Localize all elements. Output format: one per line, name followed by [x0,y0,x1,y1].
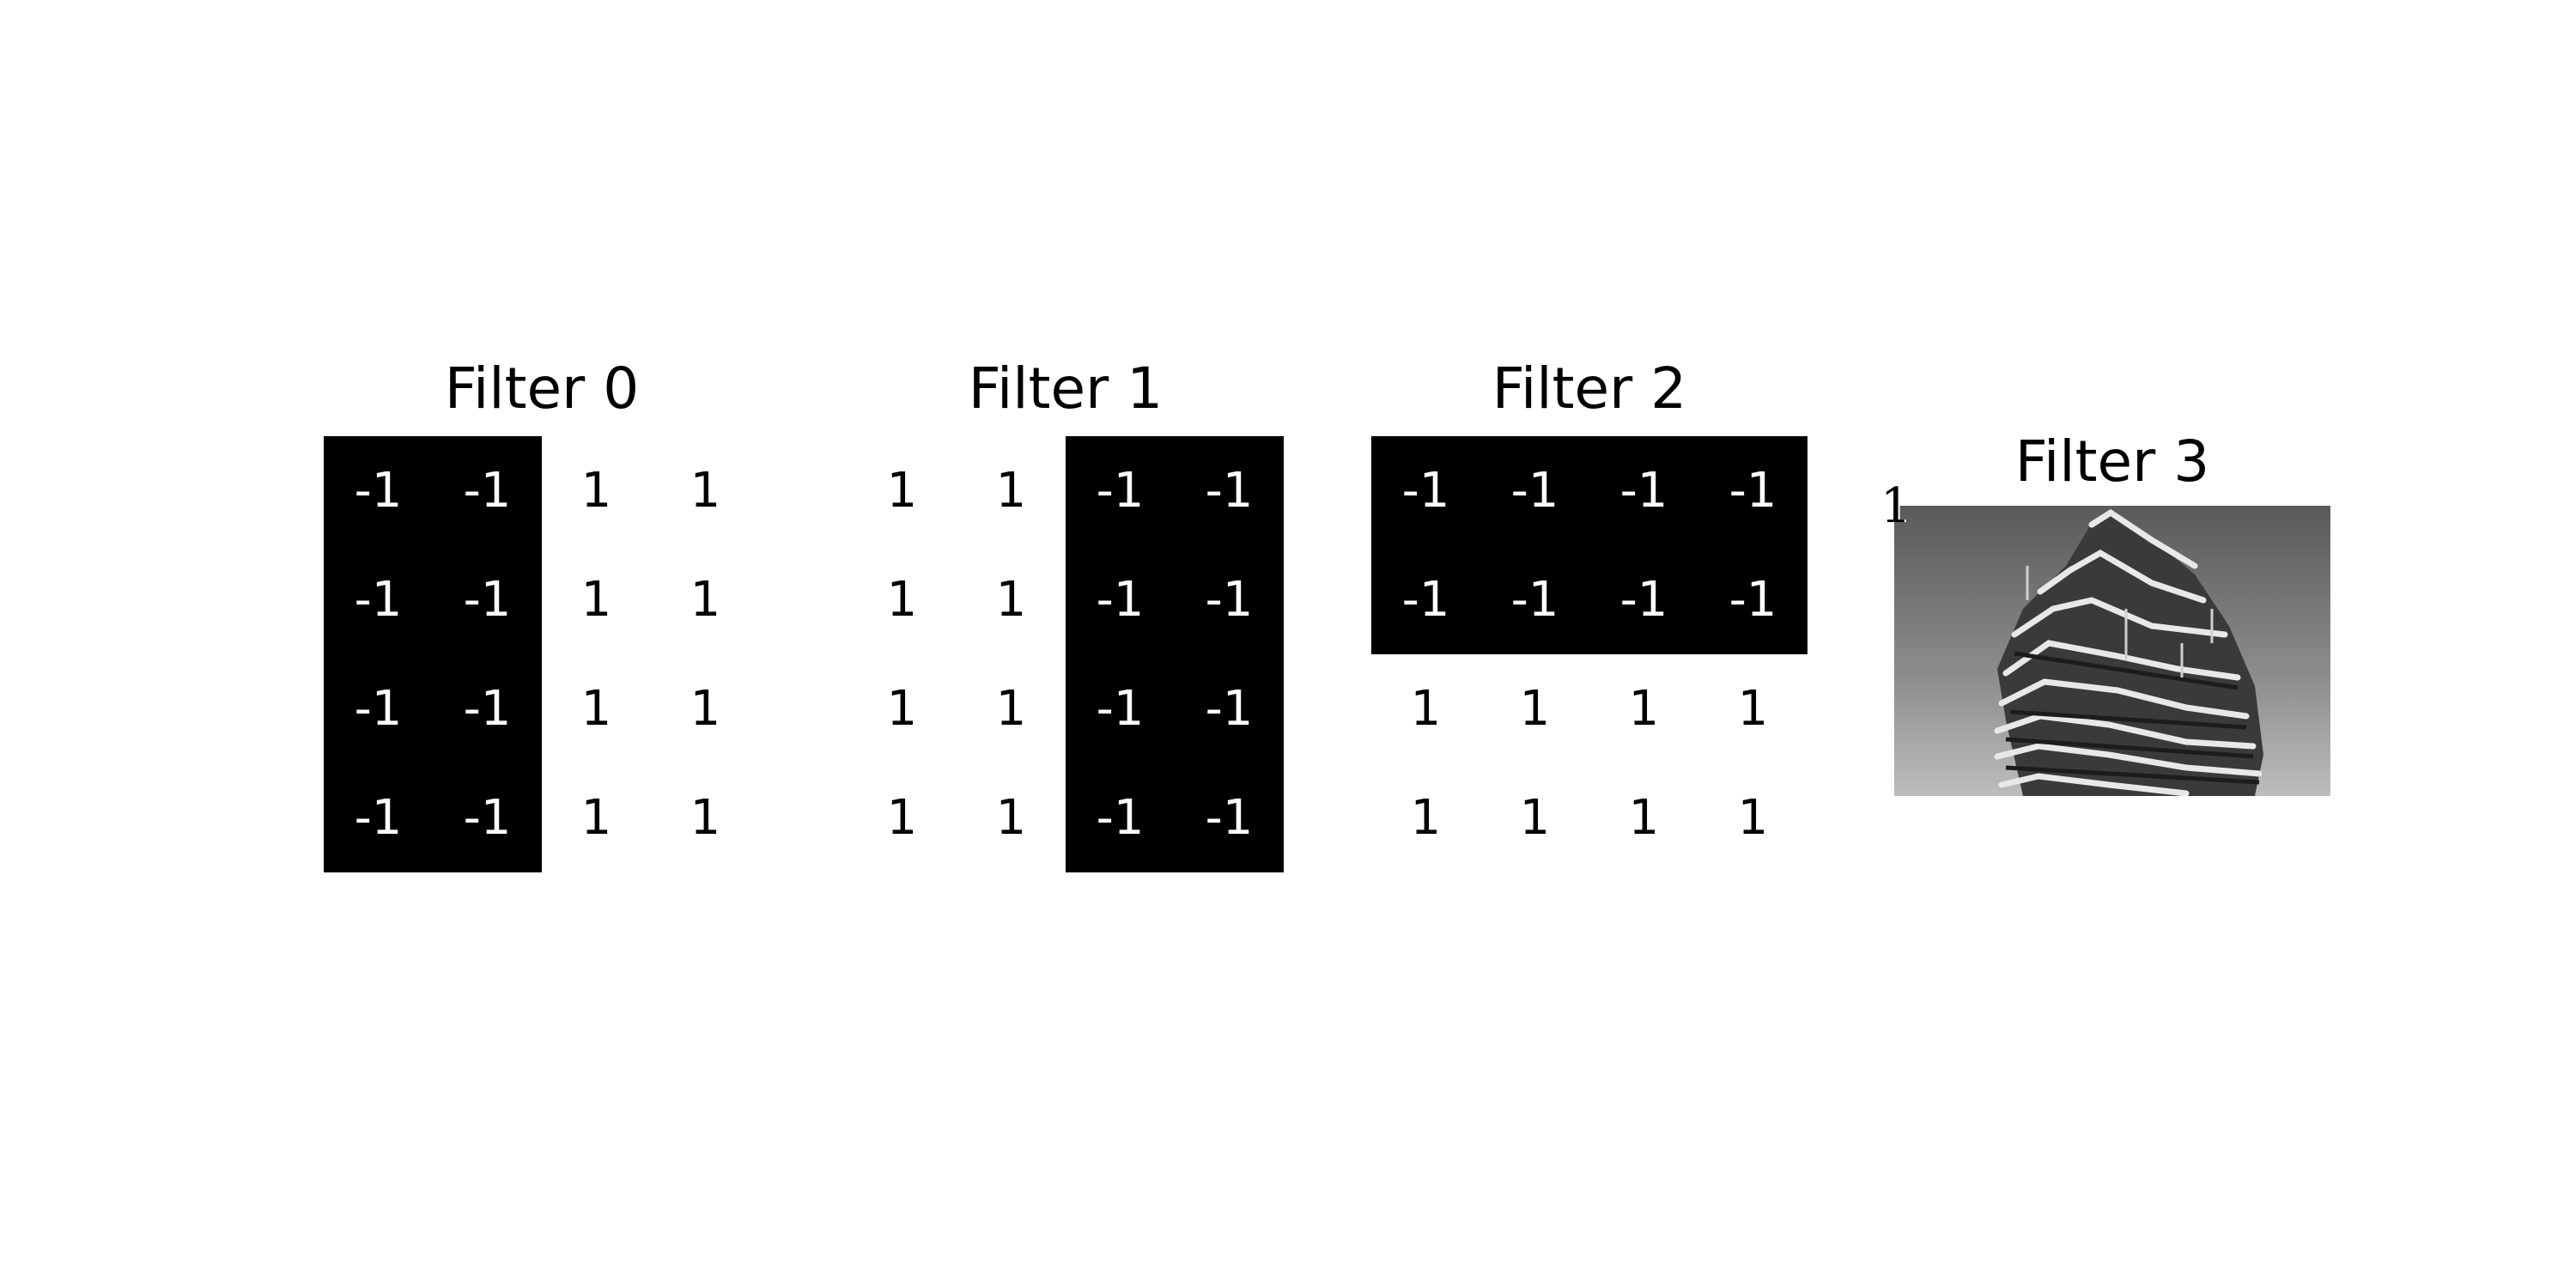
filter-0-cell: -1 [433,763,542,872]
filter-0-cell: 1 [651,654,760,763]
filter-2-cell: 1 [1480,763,1589,872]
filter-0-cell: -1 [433,654,542,763]
filter-2-cell: 1 [1698,654,1807,763]
filter-1-cell: -1 [1175,763,1284,872]
filter-1-cell: -1 [1066,763,1175,872]
filter-2-cell: -1 [1589,545,1698,654]
filter-0-cell: -1 [433,545,542,654]
filter-0-cell: 1 [542,545,651,654]
filter-2-cell: -1 [1589,436,1698,545]
filter-1-cell: 1 [848,545,957,654]
filter-0-cell: -1 [433,436,542,545]
filter-0-title: Filter 0 [444,355,640,422]
filter-2-title: Filter 2 [1492,355,1687,422]
filter-1-cell: 1 [957,654,1066,763]
filter-2-cell: -1 [1371,436,1480,545]
filter-0-cell: 1 [651,545,760,654]
filter-3-panel: Filter 3 [1880,428,2330,803]
filter-0-cell: -1 [324,763,433,872]
filter-3-title: Filter 3 [2014,428,2210,495]
filter-2-cell: -1 [1480,545,1589,654]
filter-0-cell: -1 [324,545,433,654]
filter-2-cell: 1 [1371,763,1480,872]
filter-1-cell: -1 [1066,654,1175,763]
filter-1-cell: -1 [1066,436,1175,545]
filter-1-cell: 1 [957,436,1066,545]
filter-1-cell: 1 [848,763,957,872]
filter-1-cell: -1 [1175,436,1284,545]
filter-0-cell: 1 [542,654,651,763]
filter-0-cell: 1 [651,436,760,545]
filter-2-cell: -1 [1698,545,1807,654]
filter-1-title: Filter 1 [968,355,1163,422]
filter-0-cell: 1 [651,763,760,872]
filter-3-corner-mark: 1 [1880,478,1911,534]
filter-2-cell: -1 [1371,545,1480,654]
filter-1-cell: 1 [957,763,1066,872]
filter-2-cell: 1 [1371,654,1480,763]
filter-1-cell: 1 [848,436,957,545]
filter-2-cell: 1 [1698,763,1807,872]
filter-2-cell: 1 [1480,654,1589,763]
filter-1-cell: -1 [1175,654,1284,763]
filter-0-cell: 1 [542,763,651,872]
filter-2-cell: -1 [1480,436,1589,545]
filter-0-cell: 1 [542,436,651,545]
filter-1-cell: -1 [1175,545,1284,654]
filter-2-cell: 1 [1589,763,1698,872]
filter-1-cell: 1 [848,654,957,763]
filter-1-cell: -1 [1066,545,1175,654]
filter-2-cell: 1 [1589,654,1698,763]
filter-0-cell: -1 [324,436,433,545]
filter-0-cell: -1 [324,654,433,763]
filter-2-cell: -1 [1698,436,1807,545]
filter-1-cell: 1 [957,545,1066,654]
building-photo [1894,506,2330,796]
